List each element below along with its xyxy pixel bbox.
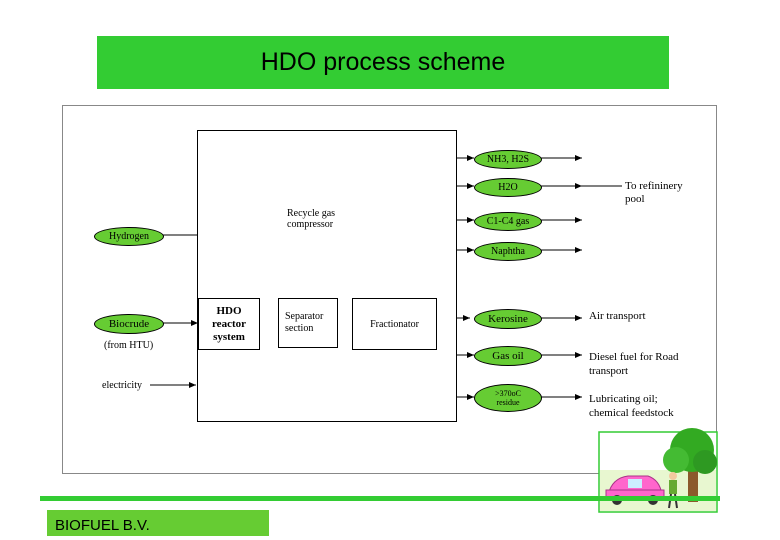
hydrogen-label: Hydrogen [109,230,149,242]
footer-divider [40,496,720,501]
product-naphtha-label: Naphtha [491,245,525,257]
product-residue-label: >370oC residue [495,389,521,407]
product-residue: >370oC residue [474,384,542,412]
product-h2o-label: H2O [498,181,518,193]
fractionator-box: Fractionator [352,298,437,350]
hdo-reactor-box: HDO reactor system [198,298,260,350]
electricity-label: electricity [102,380,142,391]
diagram-frame [62,105,717,474]
product-nh3-h2s-label: NH3, H2S [486,153,530,165]
air-transport-label: Air transport [589,310,646,322]
product-h2o: H2O [474,178,542,197]
lubricating-label: Lubricating oil; chemical feedstock [589,393,674,419]
biocrude-node: Biocrude [94,314,164,334]
refinery-label: To refininery pool [625,180,683,205]
biocrude-label: Biocrude [108,318,150,330]
hydrogen-node: Hydrogen [94,227,164,246]
product-kerosine: Kerosine [474,309,542,329]
company-badge: BIOFUEL B.V. [47,510,269,536]
product-kerosine-label: Kerosine [488,313,528,325]
separator-label: Separator section [285,311,324,334]
process-block [197,130,457,422]
from-htu-label: (from HTU) [104,340,154,351]
fractionator-label: Fractionator [370,318,419,330]
company-name: BIOFUEL B.V. [55,517,150,534]
product-nh3-h2s: NH3, H2S [474,150,542,169]
hdo-reactor-label: HDO reactor system [212,304,246,343]
diesel-label: Diesel fuel for Road transport [589,351,679,377]
product-gas-oil: Gas oil [474,346,542,366]
product-c1c4-gas: C1-C4 gas [474,212,542,231]
page-title: HDO process scheme [260,48,506,76]
product-c1c4-label: C1-C4 gas [486,215,530,227]
separator-box: Separator section [278,298,338,348]
product-gas-oil-label: Gas oil [492,350,524,362]
title-bar: HDO process scheme [97,36,669,89]
recycle-gas-label: Recycle gas compressor [287,208,336,230]
product-naphtha: Naphtha [474,242,542,261]
